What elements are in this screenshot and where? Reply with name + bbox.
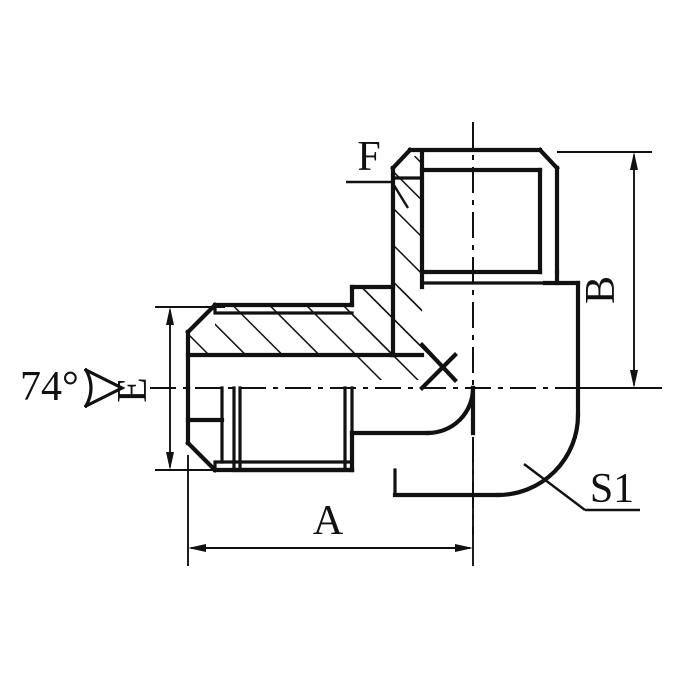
callout-S1-leader-diagonal	[523, 463, 586, 511]
callout-F: F	[346, 134, 410, 209]
dimension-E-arrow-bottom	[166, 452, 174, 470]
dimension-B: B	[557, 151, 652, 389]
callout-F-leader-diagonal	[390, 181, 410, 209]
dimension-A-arrow-left	[188, 544, 206, 552]
left-cone-chamfer-lower	[185, 440, 218, 473]
left-arm-bottom-strip	[213, 460, 354, 472]
vertical-arm-top-chamfer-right	[537, 147, 560, 171]
angle-label: 74°	[20, 364, 79, 410]
dimension-B-arrow-top	[630, 152, 638, 170]
dimension-A: A	[187, 440, 474, 566]
dimension-B-label: B	[578, 276, 624, 304]
dimension-E-arrow-top	[166, 307, 174, 325]
vertical-arm-top-chamfer-left	[390, 147, 413, 171]
flare-angle-icon	[83, 367, 126, 409]
elbow-inner-bend	[425, 385, 476, 436]
elbow-outer-bend	[495, 412, 581, 498]
callout-S1-label: S1	[590, 466, 634, 512]
dimension-A-arrow-right	[455, 544, 473, 552]
callout-F-label: F	[357, 134, 380, 180]
dimension-B-arrow-bottom	[630, 370, 638, 388]
callout-angle-74: 74°	[20, 364, 126, 410]
dimension-A-label: A	[313, 498, 344, 544]
callout-S1: S1	[523, 463, 640, 512]
